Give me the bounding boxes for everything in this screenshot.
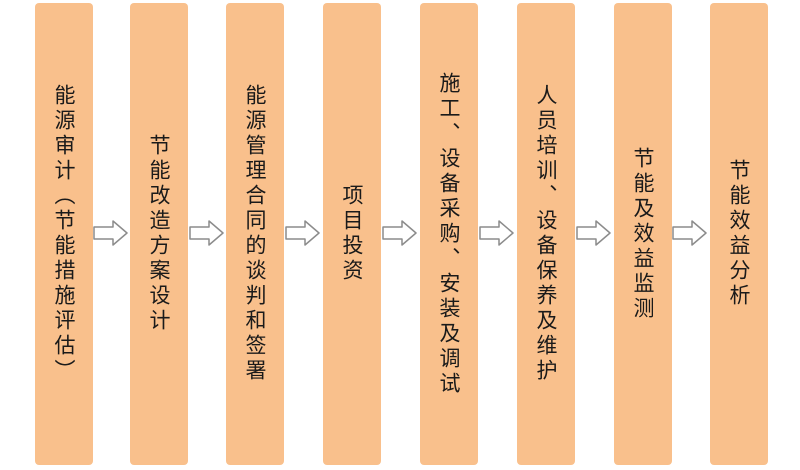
step-contract-negotiation: 能源管理合同的谈判和签署 — [226, 3, 284, 465]
right-arrow-icon — [382, 220, 418, 246]
step-label: 节能改造方案设计 — [147, 134, 171, 334]
step-energy-audit: 能源审计（节能措施评估） — [35, 3, 93, 465]
step-label: 项目投资 — [340, 184, 364, 284]
step-label: 施工、设备采购、安装及调试 — [437, 71, 461, 397]
step-savings-analysis: 节能效益分析 — [710, 3, 768, 465]
step-savings-monitoring: 节能及效益监测 — [614, 3, 672, 465]
right-arrow-icon — [285, 220, 321, 246]
step-retrofit-design: 节能改造方案设计 — [130, 3, 188, 465]
step-label: 节能效益分析 — [727, 159, 751, 309]
right-arrow-icon — [479, 220, 515, 246]
step-label: 节能及效益监测 — [631, 146, 655, 322]
right-arrow-icon — [672, 220, 708, 246]
step-training-maintenance: 人员培训、设备保养及维护 — [517, 3, 575, 465]
step-project-investment: 项目投资 — [323, 3, 381, 465]
step-label: 人员培训、设备保养及维护 — [534, 84, 558, 384]
step-label: 能源审计（节能措施评估） — [52, 84, 76, 384]
step-label: 能源管理合同的谈判和签署 — [243, 84, 267, 384]
step-construction-installation: 施工、设备采购、安装及调试 — [420, 3, 478, 465]
right-arrow-icon — [189, 220, 225, 246]
right-arrow-icon — [576, 220, 612, 246]
right-arrow-icon — [93, 220, 129, 246]
